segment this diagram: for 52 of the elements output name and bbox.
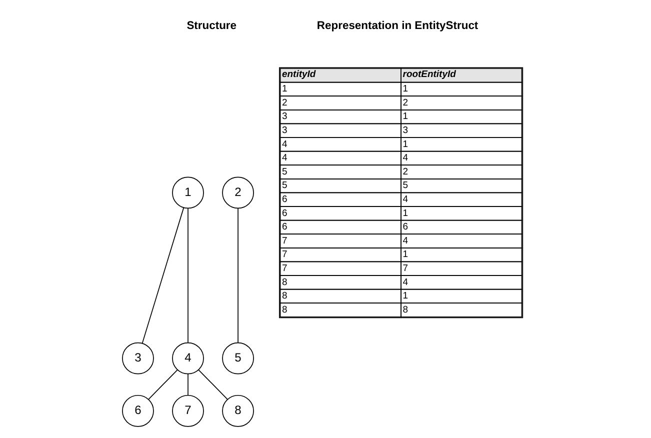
node-circle: 4	[172, 342, 204, 374]
label: 8	[282, 290, 287, 302]
label: 1	[282, 84, 287, 95]
label: 1	[402, 111, 408, 122]
label: Structure	[186, 20, 236, 32]
node-circle: 1	[172, 176, 204, 209]
label: 8	[282, 304, 287, 316]
label: 7	[282, 263, 287, 274]
label: 4	[282, 152, 287, 164]
node-circle: 7	[172, 394, 204, 427]
label: 4	[402, 194, 408, 206]
label: 2	[402, 97, 408, 108]
label: 3	[282, 111, 287, 122]
node-circle: 5	[222, 342, 254, 374]
label: 7	[402, 263, 408, 274]
label: 4	[402, 235, 408, 246]
label: 7	[282, 249, 287, 260]
label: Representation in EntityStruct	[316, 20, 478, 32]
label: 2	[402, 166, 408, 178]
label: 7	[282, 235, 287, 246]
label: 3	[282, 125, 287, 136]
label: 1	[402, 138, 408, 150]
label: entityId	[282, 68, 316, 80]
connector	[187, 373, 188, 396]
label: 4	[402, 276, 408, 288]
connector	[148, 370, 178, 400]
label: 4	[402, 152, 408, 164]
label: rootEntityId	[402, 68, 456, 80]
label: 5	[282, 166, 287, 178]
label: 1	[402, 208, 408, 219]
label: 6	[282, 194, 287, 206]
label: 6	[282, 222, 287, 233]
label: 1	[402, 290, 408, 302]
connector	[198, 370, 228, 400]
connector	[237, 208, 238, 344]
connector	[141, 207, 184, 344]
node-circle: 3	[122, 342, 154, 374]
connector	[187, 208, 188, 344]
node-circle: 6	[122, 394, 154, 427]
label: 1	[402, 249, 408, 260]
node-circle: 2	[222, 176, 254, 209]
label: 4	[282, 138, 287, 150]
label: 6	[402, 222, 408, 233]
label: 5	[282, 180, 287, 192]
label: 8	[402, 304, 408, 316]
node-circle: 8	[222, 394, 254, 427]
label: 3	[402, 125, 408, 136]
label: 6	[282, 208, 287, 219]
label: 5	[402, 180, 408, 192]
label: 1	[402, 84, 408, 95]
label: 8	[282, 276, 287, 288]
label: 2	[282, 97, 287, 108]
